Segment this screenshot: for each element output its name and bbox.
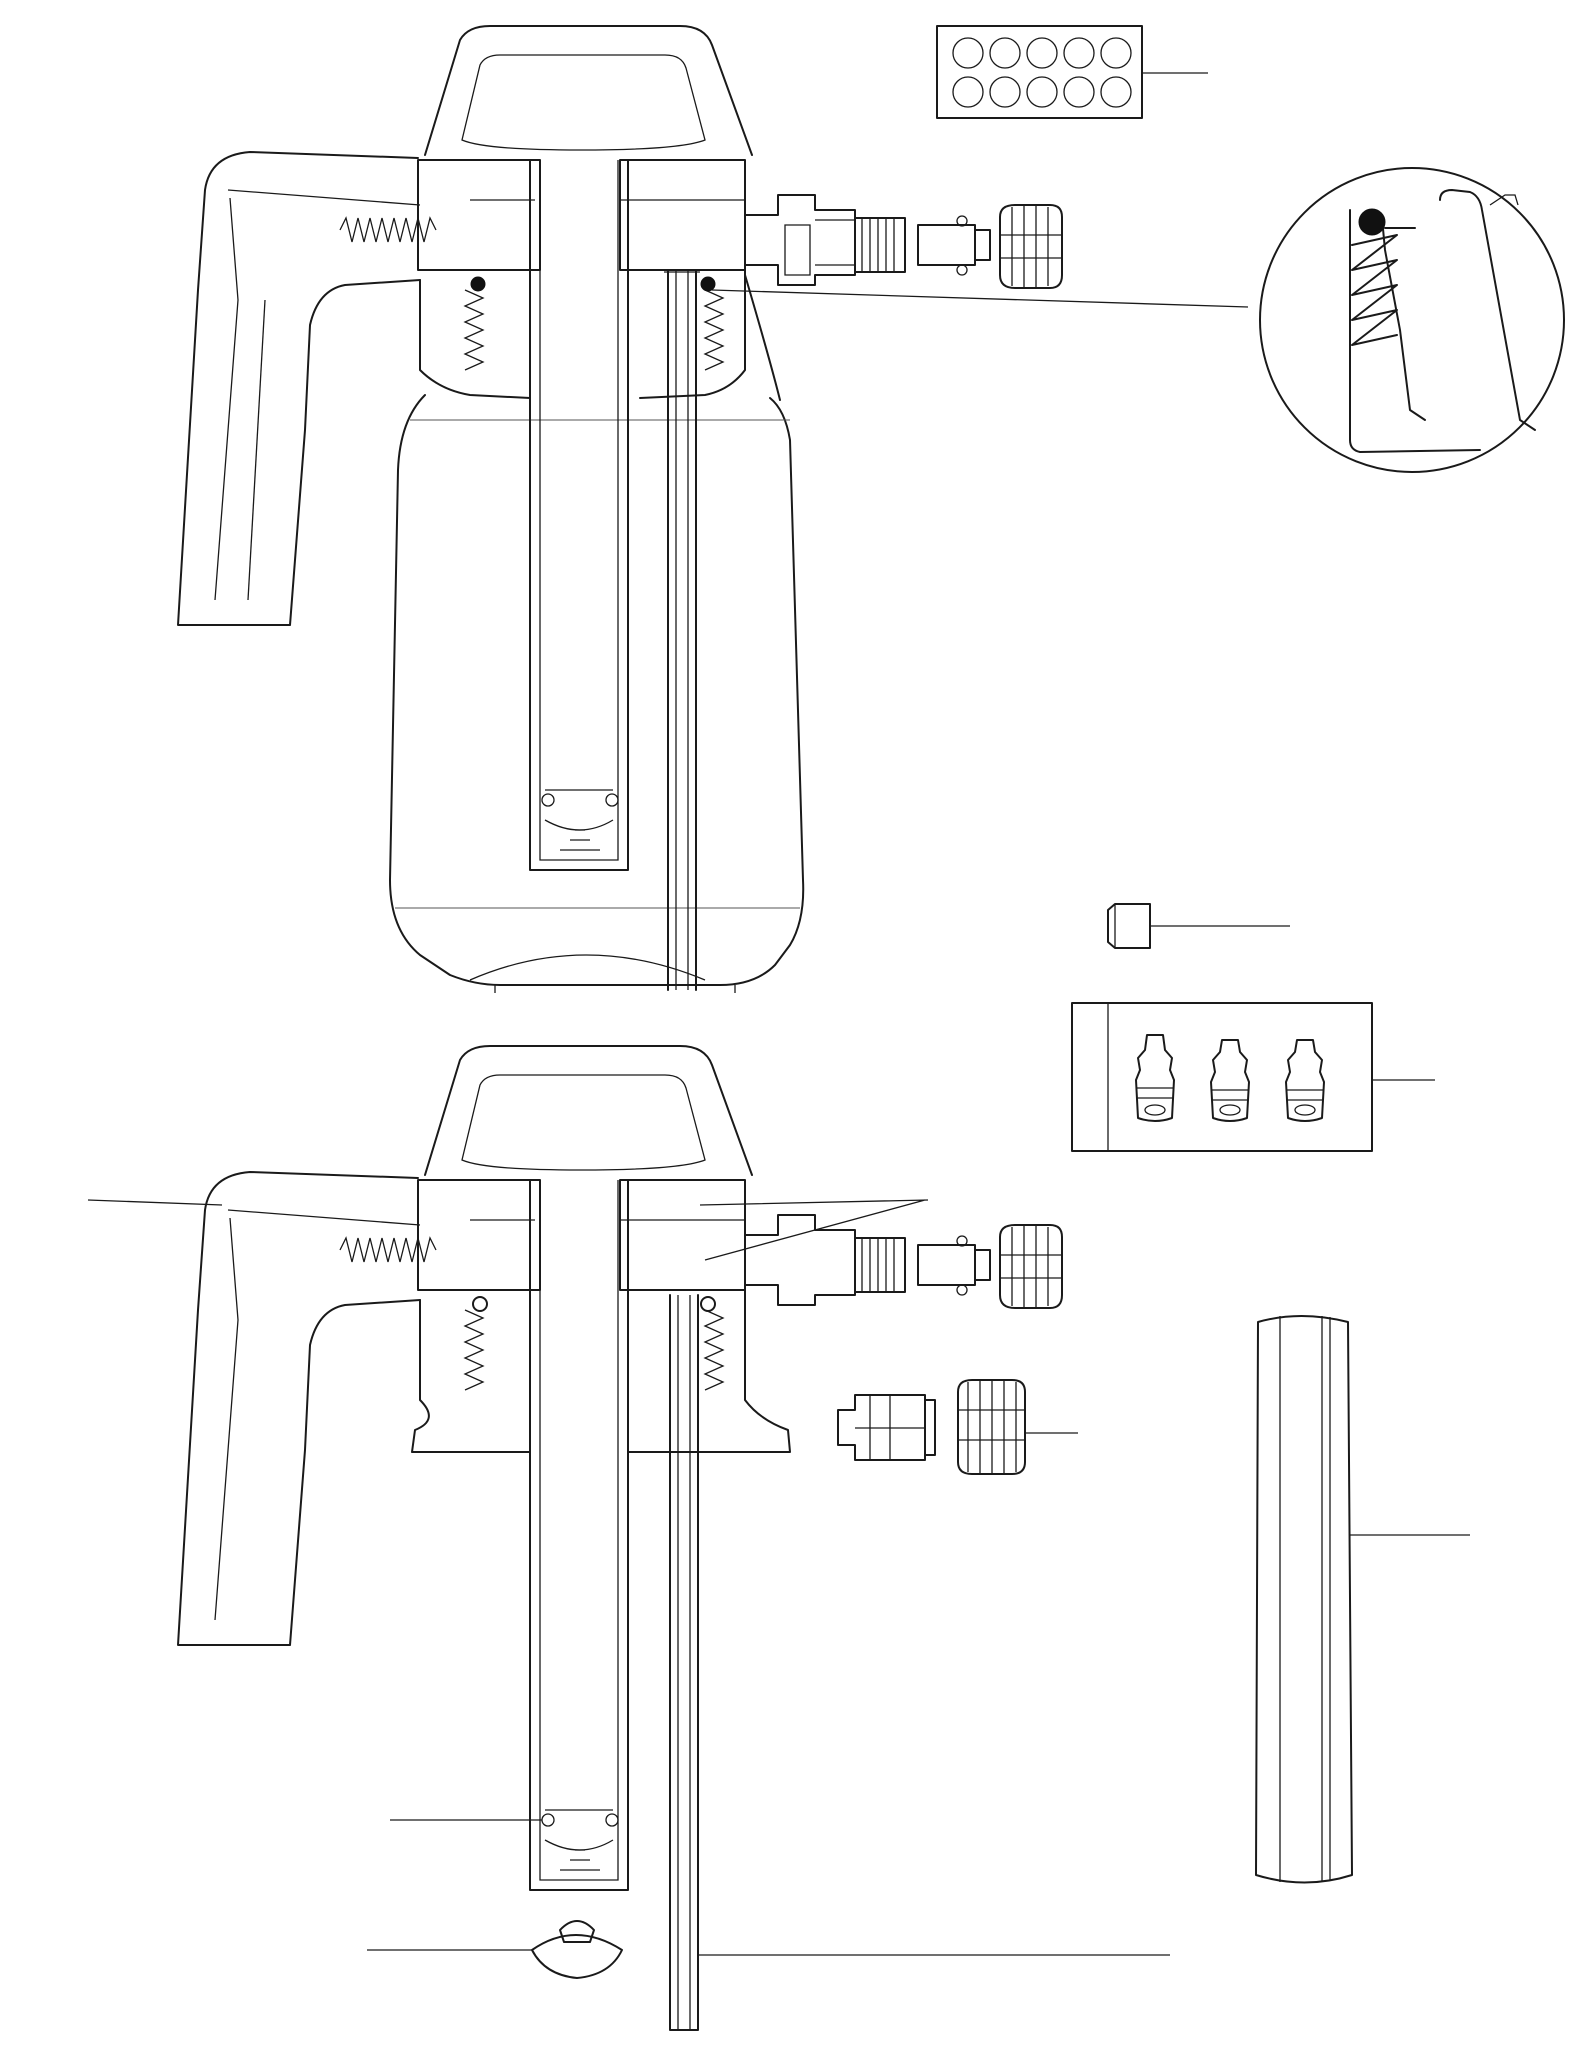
trigger-lever-2 — [177, 1171, 421, 1646]
top-carry-handle-2 — [424, 1045, 753, 1176]
collar-base — [411, 1289, 791, 1453]
pump-assembly-exploded — [87, 1045, 1170, 2031]
trigger-lever — [177, 151, 421, 626]
dip-tube-2 — [669, 1294, 699, 2031]
outlet-valve — [744, 194, 856, 286]
left-o-ring — [470, 276, 486, 292]
bottle-body — [389, 394, 805, 986]
left-collar-spring — [463, 289, 485, 371]
right-o-ring — [700, 276, 716, 292]
nozzle-tips-box — [1071, 1002, 1435, 1152]
nozzle-tip-2 — [1210, 1039, 1250, 1122]
right-collar-spring — [703, 289, 725, 371]
detail-o-ring — [1358, 208, 1386, 236]
dip-tube — [667, 269, 697, 991]
trigger-leader-line — [87, 1199, 223, 1206]
bottom-valve-disc — [367, 1920, 623, 1979]
spare-nozzle-part — [837, 1379, 1078, 1475]
top-carry-handle — [424, 25, 753, 156]
small-cap-part — [1107, 903, 1290, 949]
pump-cylinder — [529, 159, 629, 871]
extension-tube-part — [1255, 1315, 1470, 1884]
sprayer-assembly-full — [177, 25, 1063, 993]
seals-card-frame — [936, 25, 1143, 119]
nozzle-tip-1 — [1135, 1034, 1175, 1122]
nozzle-tips-frame — [1071, 1002, 1373, 1152]
nozzle-thread — [854, 217, 906, 273]
handle-spring — [339, 216, 437, 243]
handle-spring-2 — [339, 1236, 437, 1263]
pump-cylinder-2 — [529, 1179, 629, 1891]
detail-leader-line — [711, 289, 1249, 308]
adjustable-nozzle-cap — [999, 204, 1063, 289]
seals-card — [936, 25, 1208, 119]
nozzle-tip-3 — [1285, 1039, 1325, 1122]
o-ring-detail-view — [711, 167, 1565, 473]
detail-circle — [1259, 167, 1565, 473]
